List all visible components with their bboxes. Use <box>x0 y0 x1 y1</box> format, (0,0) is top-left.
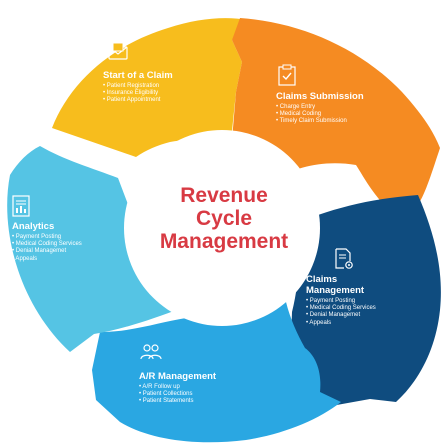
segment-claims-submission: Claims Submission • Charge Entry • Medic… <box>276 91 364 126</box>
start-claim-item: • Patient Registration <box>103 83 160 89</box>
segment-analytics-shape <box>7 146 182 352</box>
start-claim-item: • Insurance Eligibility <box>103 90 159 97</box>
document-settings-icon <box>334 248 354 270</box>
start-claim-item: • Patient Appointment <box>103 97 161 104</box>
report-icon <box>12 195 30 217</box>
analytics-item: • Denial Managemet <box>12 248 67 255</box>
analytics-item: • Payment Posting <box>12 234 62 240</box>
segment-ar-management-shape <box>92 302 341 443</box>
analytics-item: • Appeals <box>12 255 38 262</box>
claims-management-item: • Medical Coding Services <box>306 305 376 312</box>
center-title-line: Management <box>159 230 289 253</box>
claims-management-title: Management <box>306 285 365 296</box>
segment-start-claim: Start of a Claim • Patient Registration … <box>103 70 173 105</box>
checklist-icon <box>278 64 296 86</box>
claims-submission-item: • Charge Entry <box>276 104 316 110</box>
analytics-item: • Medical Coding Services <box>12 241 82 248</box>
center-disk <box>124 130 320 326</box>
segment-claims-management: Claims Management • Payment Posting • Me… <box>306 274 376 327</box>
claims-management-title: Claims <box>306 274 338 285</box>
center-title-line: Revenue <box>180 184 268 207</box>
claims-management-item: • Denial Managemet <box>306 312 361 319</box>
segment-analytics: Analytics • Payment Posting • Medical Co… <box>12 221 82 263</box>
segment-ar-management: A/R Management • A/R Follow up • Patient… <box>139 371 216 406</box>
segment-claims-management-shape <box>290 195 441 408</box>
claims-submission-item: • Medical Coding <box>276 111 322 118</box>
ar-management-title: A/R Management <box>139 371 217 382</box>
claims-submission-item: • Timely Claim Submission <box>276 118 347 125</box>
claims-management-item: • Appeals <box>306 319 332 326</box>
team-icon <box>140 343 162 361</box>
envelope-icon <box>108 42 128 60</box>
claims-submission-title: Claims Submission <box>276 91 364 102</box>
start-claim-title: Start of a Claim <box>103 70 173 81</box>
center-title-line: Cycle <box>195 207 253 230</box>
ar-management-item: • A/R Follow up <box>139 384 180 390</box>
analytics-title: Analytics <box>12 221 55 232</box>
center-title: Revenue Cycle Management <box>0 184 448 253</box>
ar-management-item: • Patient Collections <box>139 391 193 398</box>
ar-management-item: • Patient Statements <box>139 398 194 405</box>
claims-management-item: • Payment Posting <box>306 298 356 304</box>
segment-start-claim-shape <box>52 18 248 157</box>
